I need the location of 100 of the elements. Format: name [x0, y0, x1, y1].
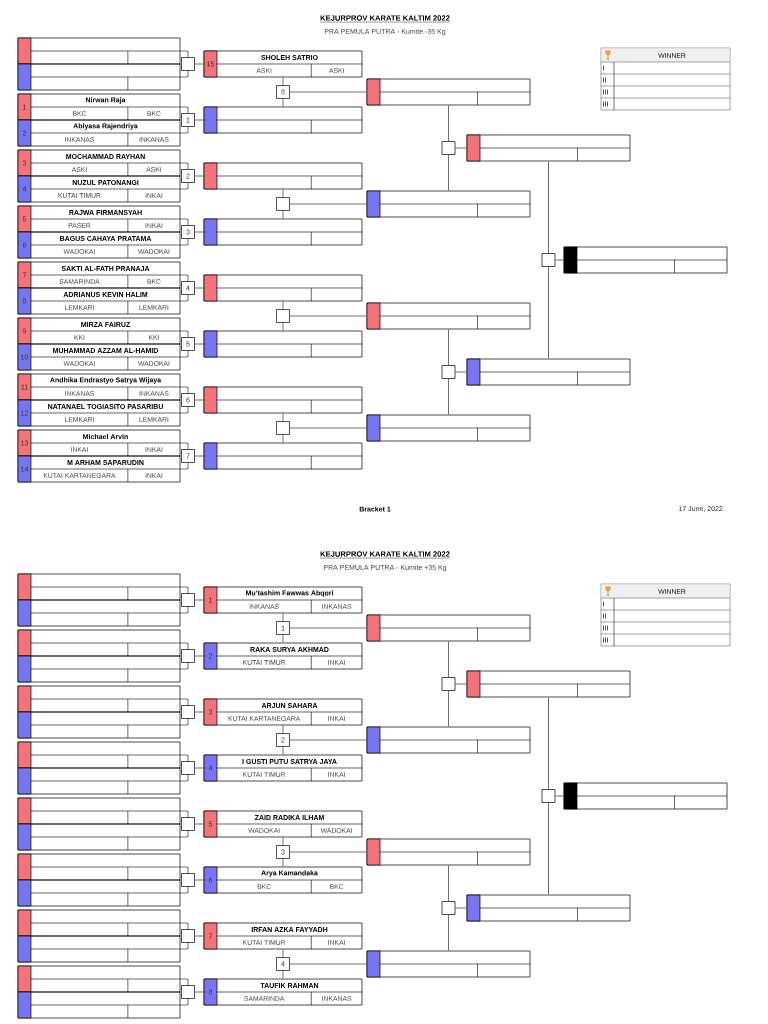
competitor-slot	[466, 670, 631, 698]
competitor-slot	[17, 455, 181, 483]
bracket-line	[179, 942, 189, 950]
competitor-slot	[203, 810, 363, 838]
bracket-line	[282, 970, 284, 980]
bracket-line	[289, 427, 368, 429]
competitor-slot	[366, 950, 531, 978]
competitor-slot	[17, 767, 181, 795]
competitor-slot	[17, 655, 181, 683]
bracket-line	[282, 434, 284, 444]
competitor-slot	[466, 358, 631, 386]
competitor-slot	[17, 343, 181, 371]
winner-table	[600, 47, 731, 111]
match-box	[276, 197, 290, 211]
match-box	[181, 929, 195, 943]
bracket-line	[194, 399, 205, 401]
competitor-slot	[17, 261, 181, 289]
bracket-line	[179, 922, 189, 930]
competitor-slot	[366, 838, 531, 866]
competitor-slot	[17, 231, 181, 259]
bracket-line	[282, 724, 284, 734]
competitor-slot	[17, 317, 181, 345]
competitor-slot	[203, 50, 363, 78]
competitor-slot	[203, 586, 363, 614]
match-box	[181, 761, 195, 775]
bracket-line	[282, 836, 284, 846]
bracket-line	[289, 315, 368, 317]
bracket-line	[179, 698, 189, 706]
bracket-line	[448, 378, 449, 416]
competitor-slot	[17, 711, 181, 739]
bracket-line	[548, 696, 549, 790]
bracket-line	[179, 386, 189, 394]
competitor-slot	[203, 642, 363, 670]
bracket-line	[194, 343, 205, 345]
bracket-line	[179, 406, 189, 414]
match-box	[541, 789, 556, 803]
competitor-slot	[17, 991, 181, 1019]
bracket-line	[179, 998, 189, 1006]
bracket-line	[194, 119, 205, 121]
bracket-line	[282, 634, 284, 644]
bracket-line	[194, 175, 205, 177]
match-box	[181, 705, 195, 719]
match-box	[276, 421, 290, 435]
bracket-line	[179, 462, 189, 470]
bracket-line	[194, 287, 205, 289]
bracket-line	[179, 50, 189, 58]
bracket-line	[448, 690, 449, 728]
bracket-line	[179, 330, 189, 338]
competitor-slot	[563, 782, 728, 810]
bracket-line	[282, 210, 284, 220]
competitor-slot	[17, 965, 181, 993]
bracket-line	[179, 774, 189, 782]
bracket-line	[179, 218, 189, 226]
match-box	[181, 649, 195, 663]
competitor-slot	[203, 978, 363, 1006]
bracket-line	[179, 662, 189, 670]
match-box	[181, 817, 195, 831]
bracket-line	[554, 259, 565, 261]
bracket-line	[454, 371, 468, 373]
bracket-line	[179, 294, 189, 302]
bracket-line	[448, 154, 449, 192]
competitor-slot	[17, 573, 181, 601]
bracket-line	[179, 106, 189, 114]
bracket-line	[282, 746, 284, 756]
bracket-line	[548, 802, 549, 896]
bracket-line	[448, 104, 449, 142]
bracket-line	[179, 126, 189, 134]
competitor-slot	[203, 274, 363, 302]
competitor-slot	[17, 935, 181, 963]
bracket-line	[179, 274, 189, 282]
bracket-line	[194, 935, 205, 937]
bracket-line	[179, 754, 189, 762]
bracket-line	[194, 879, 205, 881]
competitor-slot	[466, 134, 631, 162]
bracket-line	[448, 640, 449, 678]
bracket-line	[282, 948, 284, 958]
competitor-slot	[17, 287, 181, 315]
competitor-slot	[17, 119, 181, 147]
competitor-slot	[17, 909, 181, 937]
bracket-line	[282, 412, 284, 422]
bracket-line	[454, 907, 468, 909]
bracket-line	[289, 627, 368, 629]
competitor-slot	[17, 175, 181, 203]
competitor-slot	[203, 218, 363, 246]
bracket-line	[179, 642, 189, 650]
competitor-slot	[366, 190, 531, 218]
match-box	[181, 985, 195, 999]
match-box	[541, 253, 556, 267]
bracket-line	[548, 160, 549, 254]
bracket-line	[179, 606, 189, 614]
competitor-slot	[203, 106, 363, 134]
competitor-slot	[17, 205, 181, 233]
match-box	[441, 365, 456, 379]
bracket-line	[194, 767, 205, 769]
match-box	[441, 141, 456, 155]
bracket-line	[282, 188, 284, 198]
competitor-slot	[17, 93, 181, 121]
bracket-line	[282, 322, 284, 332]
bracket-line	[179, 886, 189, 894]
bracket-line	[179, 866, 189, 874]
